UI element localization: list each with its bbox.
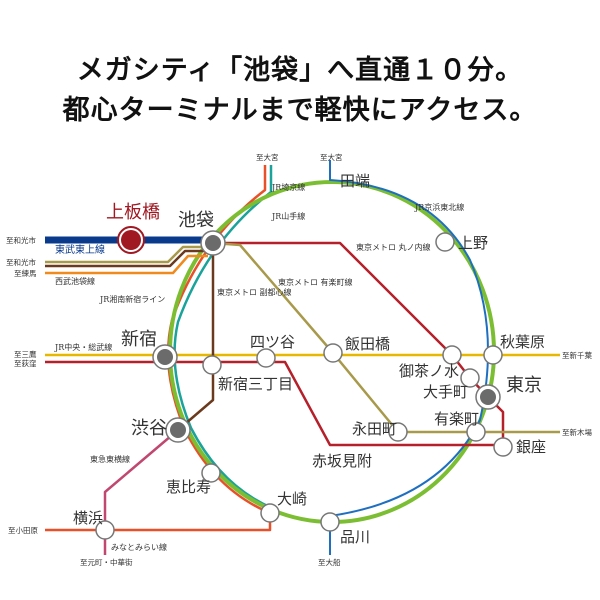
label-akasakamitsuke: 赤坂見附 [312,452,372,470]
station-ueno[interactable] [435,232,455,252]
line-label-minatomirai: みなとみらい線 [111,542,167,552]
line-label-yurakucho: 東京メトロ 有楽町線 [278,277,353,287]
dest-wakoshi-tojo: 至和光市 [6,235,36,245]
dest-omiya-keihin: 至大宮 [320,152,343,162]
dest-odawara: 至小田原 [8,526,38,535]
label-yokohama: 横浜 [73,509,103,527]
label-shibuya: 渋谷 [131,418,167,439]
station-ochanomizu[interactable] [442,345,462,365]
headline-2: 都心ターミナルまで軽快にアクセス。 [62,95,538,126]
line-label-toyoko: 東急東横線 [90,454,130,464]
label-yurakucho: 有楽町 [434,410,479,428]
line-label-tojo: 東武東上線 [55,243,105,256]
dest-omiya-jr: 至大宮 [256,152,279,162]
dest-motomachi: 至元町・中華街 [80,557,133,567]
yurakucho-west [45,245,213,264]
dest-ogikubo: 至荻窪 [14,358,37,368]
headline-1: メガシティ「池袋」へ直通１０分。 [76,55,524,86]
label-shinagawa: 品川 [340,528,370,546]
label-ginza: 銀座 [516,438,546,456]
dest-shinkiba: 至新木場 [562,427,592,437]
line-label-keihin: JR京浜東北線 [414,202,464,212]
station-osaki[interactable] [260,503,280,523]
label-tabata: 田端 [340,172,370,190]
dest-nerima: 至練馬 [14,268,37,278]
label-akihabara: 秋葉原 [500,333,545,351]
dest-chiba: 至新千葉 [562,350,592,360]
seibu-line [45,254,208,275]
station-shinagawa[interactable] [320,512,340,532]
major-stations [117,226,501,443]
label-otemachi: 大手町 [423,383,468,401]
station-yotsuya[interactable] [256,348,276,368]
station-iidabashi[interactable] [323,343,343,363]
station-shinjuku3[interactable] [202,355,222,375]
label-kamiitabashi: 上板橋 [106,202,160,223]
dest-ofuna: 至大船 [318,557,341,567]
station-otemachi[interactable] [460,368,480,388]
label-shinjuku: 新宿 [121,329,157,350]
fukutoshin-line [177,243,215,431]
line-label-marunouchi: 東京メトロ 丸ノ内線 [356,242,431,252]
keihin-line [329,160,489,555]
label-tokyo: 東京 [506,375,542,396]
line-label-chuo: JR中央・総武線 [54,342,112,352]
dest-wakoshi-metro: 至和光市 [6,257,36,267]
label-iidabashi: 飯田橋 [345,335,390,353]
line-label-fukutoshin: 東京メトロ 副都心線 [217,287,292,297]
dest-mitaka: 至三鷹 [14,349,37,359]
label-ebisu: 恵比寿 [166,478,211,496]
label-ueno: 上野 [458,234,488,252]
label-shinjuku3: 新宿三丁目 [218,375,293,393]
station-akihabara[interactable] [483,345,503,365]
station-yokohama[interactable] [95,520,115,540]
label-nagatacho: 永田町 [352,420,397,438]
station-ginza[interactable] [493,437,513,457]
station-yurakucho[interactable] [466,422,486,442]
label-yotsuya: 四ツ谷 [250,333,295,351]
line-label-yamanote: JR山手線 [271,211,305,221]
label-ikebukuro: 池袋 [178,210,214,231]
station-nagatacho[interactable] [388,422,408,442]
line-label-seibu: 西武池袋線 [55,276,95,286]
fukutoshin-west [45,249,210,268]
line-label-saikyo: JR埼京線 [271,182,305,192]
line-label-shonan: JR湘南新宿ライン [99,294,165,304]
station-ebisu[interactable] [201,463,221,483]
label-osaki: 大崎 [277,490,307,508]
label-ochanomizu: 御茶ノ水 [399,362,459,380]
